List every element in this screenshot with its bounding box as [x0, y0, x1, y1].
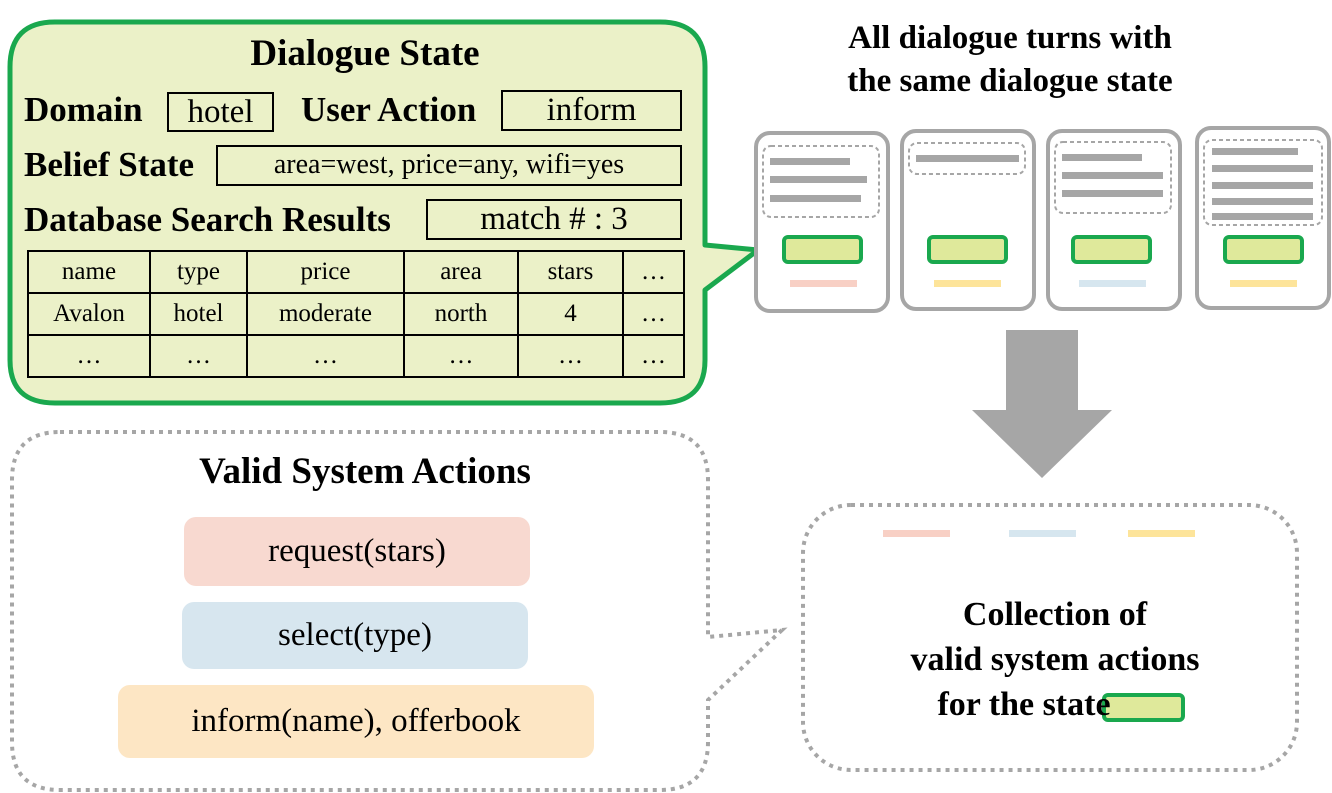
action-select-type: select(type) [182, 602, 528, 669]
turns-caption-line1: All dialogue turns with [848, 20, 1172, 56]
turn-card-1 [754, 131, 890, 313]
down-arrow-icon [972, 330, 1112, 478]
table-cell: north [403, 292, 519, 336]
table-header: stars [517, 250, 624, 294]
collection-line3: for the state [937, 686, 1111, 723]
collection-line2: valid system actions [910, 641, 1200, 678]
state-chip [1102, 693, 1185, 722]
collection-bar-yellow [1128, 530, 1195, 537]
collection-bar-pink [883, 530, 950, 537]
turns-caption-line2: the same dialogue state [847, 63, 1173, 99]
action-request-stars: request(stars) [184, 517, 530, 586]
turn-card-3 [1046, 129, 1182, 311]
domain-label: Domain [24, 90, 143, 129]
turn-card-4 [1195, 126, 1331, 310]
table-row: Avalon hotel moderate north 4 … [27, 292, 685, 336]
table-header: name [27, 250, 151, 294]
belief-state-value: area=west, price=any, wifi=yes [216, 145, 682, 186]
db-results-value: match # : 3 [426, 199, 682, 240]
table-cell: hotel [149, 292, 248, 336]
table-cell: … [622, 334, 685, 378]
collection-bubble [801, 503, 1299, 772]
db-results-label: Database Search Results [24, 200, 391, 239]
user-action-value: inform [501, 90, 682, 131]
table-row: … … … … … … [27, 334, 685, 378]
dialogue-state-title: Dialogue State [250, 33, 480, 74]
table-cell: … [517, 334, 624, 378]
table-header: … [622, 250, 685, 294]
collection-bar-blue [1009, 530, 1076, 537]
database-results-table: name type price area stars … Avalon hote… [27, 250, 685, 378]
domain-value: hotel [167, 92, 274, 132]
valid-actions-title: Valid System Actions [199, 451, 531, 492]
table-cell: … [27, 334, 151, 378]
table-cell: moderate [246, 292, 405, 336]
table-cell: 4 [517, 292, 624, 336]
table-cell: Avalon [27, 292, 151, 336]
valid-actions-bubble [10, 430, 788, 792]
table-header: type [149, 250, 248, 294]
action-inform-offerbook: inform(name), offerbook [118, 685, 594, 758]
turn-card-2 [900, 129, 1036, 311]
table-cell: … [403, 334, 519, 378]
table-header-row: name type price area stars … [27, 250, 685, 294]
table-header: price [246, 250, 405, 294]
table-cell: … [149, 334, 248, 378]
turns-caption: All dialogue turns with the same dialogu… [820, 17, 1200, 103]
table-cell: … [246, 334, 405, 378]
collection-caption: Collection of valid system actions for t… [830, 592, 1280, 727]
user-action-label: User Action [301, 90, 477, 129]
table-header: area [403, 250, 519, 294]
belief-state-label: Belief State [24, 145, 195, 184]
table-cell: … [622, 292, 685, 336]
collection-line1: Collection of [962, 596, 1148, 633]
